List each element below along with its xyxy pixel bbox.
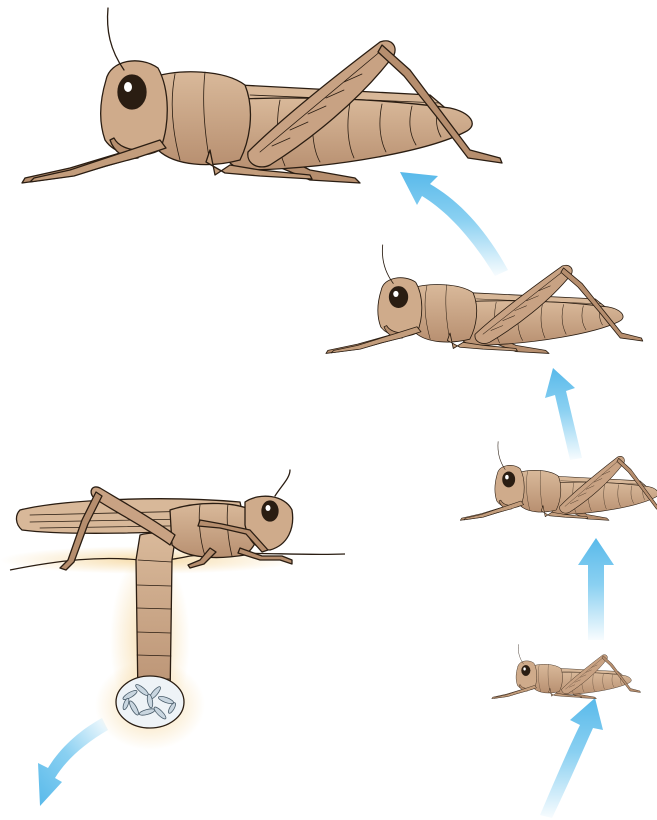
arrow-eggs-out <box>38 718 108 806</box>
female-antenna <box>275 470 290 496</box>
arrow-medium-to-large <box>545 368 582 460</box>
arrow-into-small-nymph <box>540 698 603 818</box>
nymph-large <box>326 245 643 353</box>
nymph-medium <box>460 442 657 521</box>
arrow-small-to-medium <box>578 538 614 640</box>
female-eye <box>262 501 278 521</box>
adult-grasshopper <box>22 8 502 183</box>
nymph-small <box>492 644 641 698</box>
arrow-large-to-adult <box>400 172 508 276</box>
egg-laying-scene <box>0 470 345 750</box>
